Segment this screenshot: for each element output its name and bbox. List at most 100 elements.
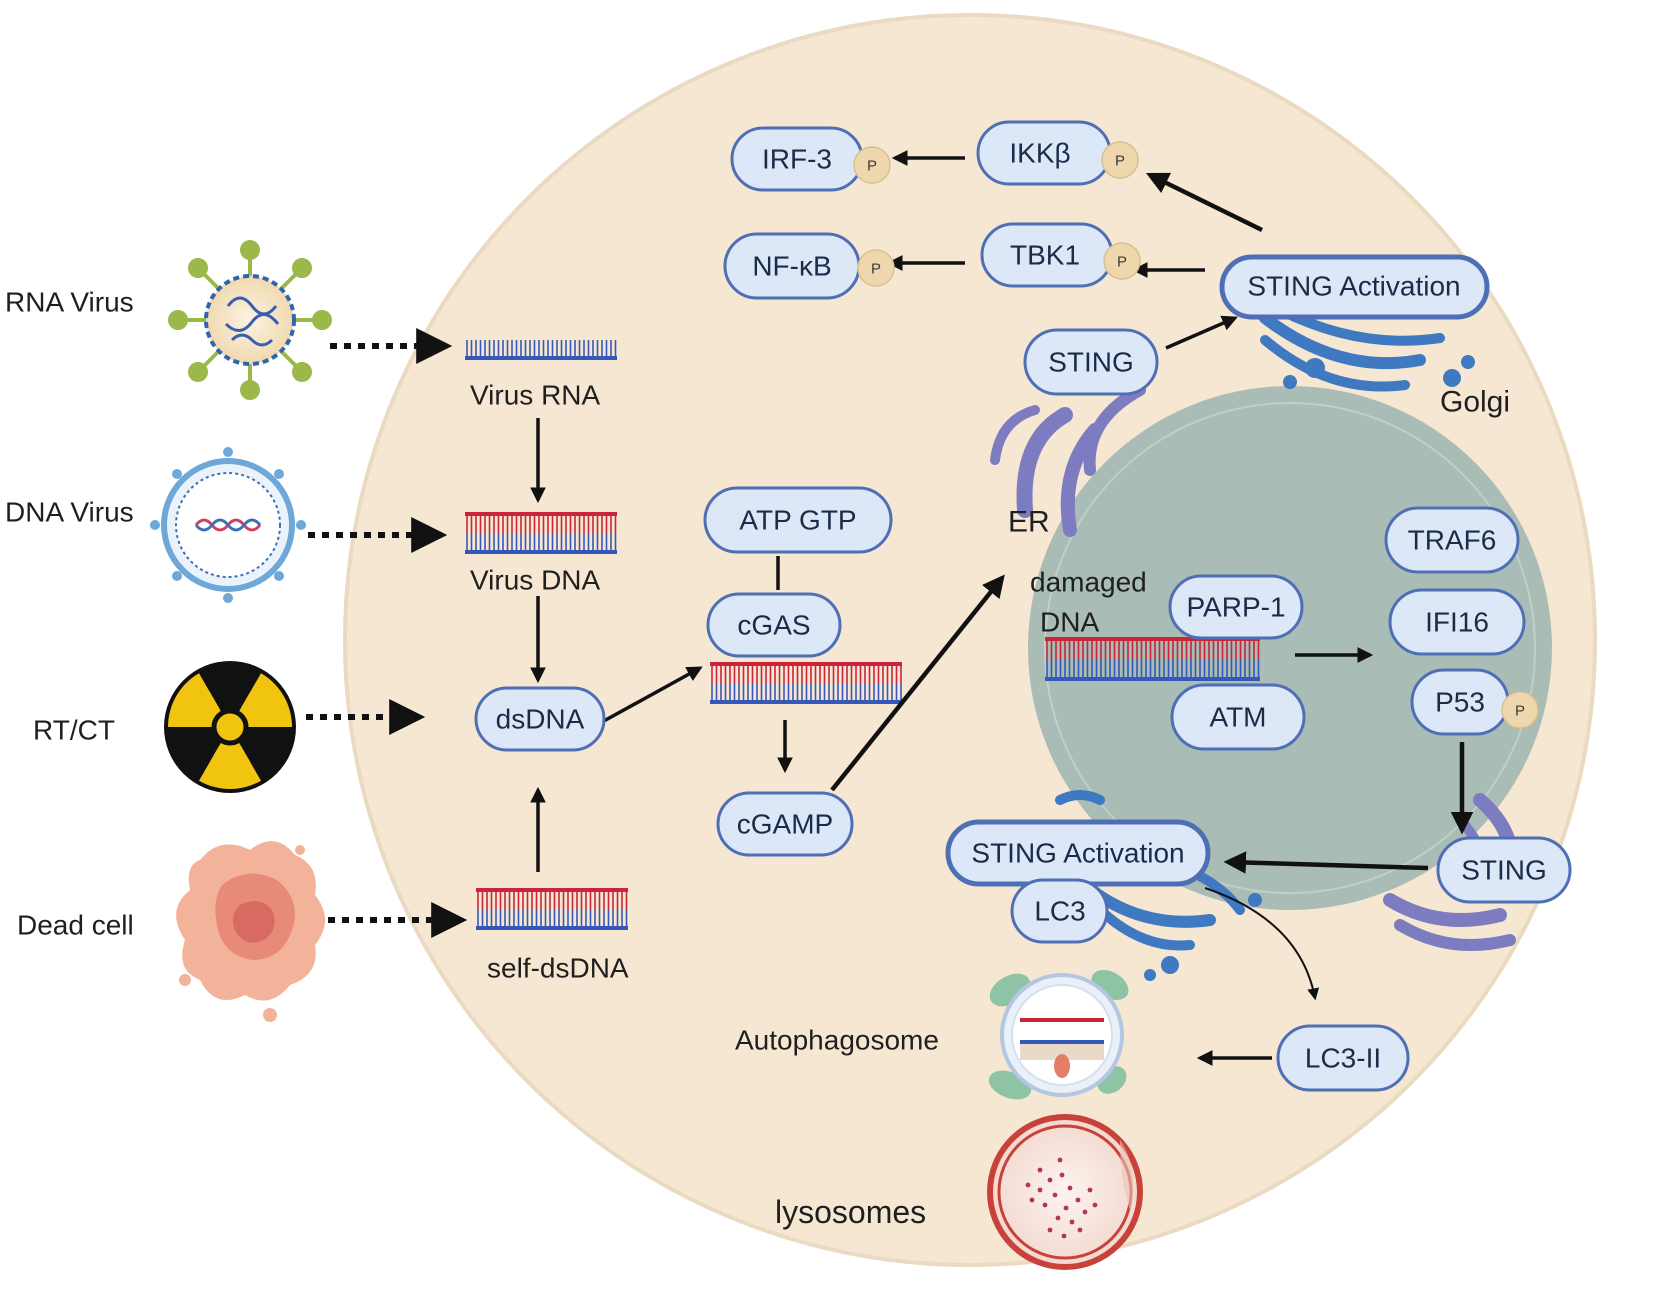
cgas-dna-strand	[710, 662, 902, 704]
virus-rna-strand	[465, 340, 617, 360]
ikkb-phospho-badge: P	[1101, 141, 1139, 179]
radiation-icon	[164, 661, 296, 793]
dead-cell-icon	[176, 841, 325, 1022]
svg-text:STING: STING	[1461, 855, 1547, 886]
p53-node: P53	[1410, 668, 1510, 736]
lc3-conversion-arrow	[1204, 887, 1320, 1001]
lysosome-speckle	[1061, 1233, 1067, 1239]
lc3-node: LC3	[1010, 878, 1109, 944]
tbk1-node: TBK1	[980, 222, 1114, 288]
lysosome-speckle	[1037, 1187, 1043, 1193]
lysosome-speckle	[1047, 1177, 1053, 1183]
lysosome-speckle	[1077, 1227, 1083, 1233]
golgi-label: Golgi	[1440, 386, 1510, 419]
lysosome-speckle	[1057, 1157, 1063, 1163]
lysosome-speckle	[1047, 1227, 1053, 1233]
lysosome-speckle	[1063, 1205, 1069, 1211]
svg-text:P: P	[1515, 703, 1525, 720]
svg-text:LC3: LC3	[1034, 896, 1085, 927]
autophagosome-label: Autophagosome	[735, 1025, 939, 1056]
nucleus-inner-ring	[1044, 402, 1536, 894]
sting-to-sting-act-bottom-arrow	[1223, 851, 1429, 874]
svg-text:P53: P53	[1435, 687, 1485, 718]
svg-text:STING Activation: STING Activation	[971, 838, 1184, 869]
lysosome-speckle	[1037, 1167, 1043, 1173]
atm-node: ATM	[1170, 683, 1306, 751]
svg-text:IRF-3: IRF-3	[762, 144, 832, 175]
cgamp-to-er-arrow	[830, 574, 1005, 792]
damaged-dna-label-line1: damaged	[1030, 567, 1147, 598]
svg-text:TBK1: TBK1	[1010, 240, 1080, 271]
svg-text:ATM: ATM	[1209, 702, 1266, 733]
sting-activation-top-node: STING Activation	[1219, 254, 1490, 320]
sting-nuclear-node: STING	[1436, 836, 1572, 904]
parp1-node: PARP-1	[1168, 574, 1304, 640]
traf6-node: TRAF6	[1384, 506, 1520, 574]
svg-text:PARP-1: PARP-1	[1186, 592, 1285, 623]
lysosome-speckle	[1055, 1215, 1061, 1221]
dead-cell-label: Dead cell	[17, 910, 134, 941]
rna-virus-icon	[168, 240, 332, 400]
nfkb-phospho-badge: P	[857, 249, 895, 287]
dna-virus-label: DNA Virus	[5, 497, 134, 528]
golgi-top	[1259, 305, 1475, 392]
svg-text:ATP GTP: ATP GTP	[739, 505, 856, 536]
lc3-ii-node: LC3-II	[1276, 1024, 1410, 1092]
nfkb-node: NF-κB	[723, 232, 861, 300]
lysosome-speckle	[1059, 1172, 1065, 1178]
autophagosome-icon	[988, 969, 1129, 1100]
cgas-node: cGAS	[706, 592, 842, 658]
svg-text:LC3-II: LC3-II	[1305, 1043, 1381, 1074]
irf3-node: IRF-3	[730, 126, 864, 192]
sting-er-node: STING	[1023, 328, 1159, 396]
svg-text:P: P	[871, 261, 881, 278]
virus-dna-strand	[465, 512, 617, 554]
irf3-phospho-badge: P	[853, 146, 891, 184]
atp-gtp-node: ATP GTP	[703, 486, 893, 554]
rna-virus-label: RNA Virus	[5, 287, 134, 318]
svg-text:STING: STING	[1048, 347, 1134, 378]
tbk1-phospho-badge: P	[1103, 242, 1141, 280]
svg-text:P: P	[1117, 254, 1127, 271]
svg-text:STING Activation: STING Activation	[1247, 271, 1460, 302]
lysosome-speckle	[1069, 1219, 1075, 1225]
dsdna-node: dsDNA	[474, 686, 606, 752]
dsdna-to-cgas-arrow	[601, 666, 703, 724]
lysosome-speckle	[1052, 1192, 1058, 1198]
lysosome-speckle	[1082, 1209, 1088, 1215]
lysosomes-label: lysosomes	[775, 1194, 926, 1230]
lysosome-speckle	[1067, 1185, 1073, 1191]
damaged-dna-strand	[1045, 637, 1260, 681]
cgamp-node: cGAMP	[716, 791, 854, 857]
svg-text:TRAF6: TRAF6	[1408, 525, 1497, 556]
svg-text:IKKβ: IKKβ	[1009, 138, 1070, 169]
lysosome-speckle	[1092, 1202, 1098, 1208]
p53-phospho-badge: P	[1501, 691, 1539, 729]
lysosome-speckle	[1042, 1202, 1048, 1208]
svg-text:dsDNA: dsDNA	[496, 704, 585, 735]
dna-virus-icon	[150, 447, 306, 603]
lysosome-icon	[987, 1114, 1143, 1270]
virus-dna-label: Virus DNA	[470, 565, 601, 596]
self-dsdna-label: self-dsDNA	[487, 953, 629, 984]
virus-rna-label: Virus RNA	[470, 380, 601, 411]
er-top	[990, 384, 1146, 537]
damaged-dna-label-line2: DNA	[1040, 607, 1099, 638]
self-dsdna-strand	[476, 888, 628, 930]
rt-ct-label: RT/CT	[33, 715, 115, 746]
svg-text:P: P	[1115, 153, 1125, 170]
lysosome-speckle	[1075, 1197, 1081, 1203]
svg-text:IFI16: IFI16	[1425, 607, 1489, 638]
sting-to-sting-act-arrow	[1165, 315, 1238, 350]
sting-act-to-ikkb-arrow	[1145, 172, 1263, 233]
er-label: ER	[1008, 506, 1050, 539]
lysosome-speckle	[1025, 1182, 1031, 1188]
svg-text:cGAS: cGAS	[737, 610, 810, 641]
svg-text:NF-κB: NF-κB	[752, 251, 831, 282]
svg-text:cGAMP: cGAMP	[737, 809, 833, 840]
lysosome-speckle	[1029, 1197, 1035, 1203]
sting-activation-bottom-node: STING Activation	[945, 819, 1211, 887]
svg-text:P: P	[867, 158, 877, 175]
